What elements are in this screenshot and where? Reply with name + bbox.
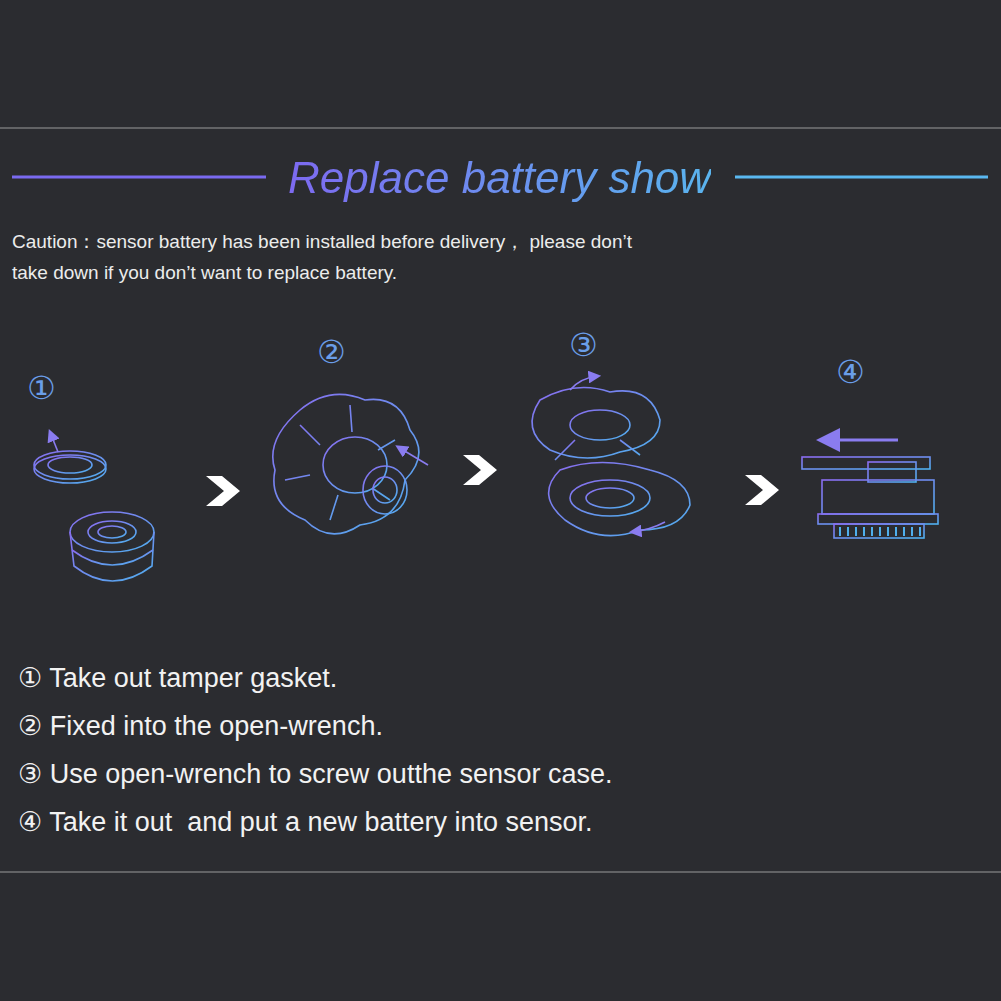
- rule-line: [0, 128, 1001, 129]
- battery-fin: [863, 527, 865, 536]
- callout-number: ①: [27, 372, 56, 404]
- battery-fin: [879, 527, 881, 536]
- battery-fin: [871, 527, 873, 536]
- step-text: ① Take out tamper gasket.: [18, 662, 337, 694]
- step-text: ③ Use open-wrench to screw outthe sensor…: [18, 758, 613, 790]
- battery-sensor: [800, 440, 938, 538]
- sensor-gasket: [34, 432, 154, 581]
- battery-fin: [855, 527, 857, 536]
- callout-number: ②: [317, 336, 346, 368]
- sensor-case: [532, 376, 690, 536]
- title-line: [735, 176, 988, 179]
- title-line: [12, 176, 266, 179]
- battery-fin: [903, 527, 905, 536]
- battery-fin: [887, 527, 889, 536]
- diagram-title: Replace battery show: [288, 154, 711, 202]
- battery-fin: [911, 527, 913, 536]
- step-text: ② Fixed into the open-wrench.: [18, 710, 383, 742]
- battery-fin: [847, 527, 849, 536]
- battery-fin: [839, 527, 841, 536]
- battery-fin: [919, 527, 921, 536]
- callout-number: ③: [569, 329, 598, 361]
- battery-fin: [895, 527, 897, 536]
- caution-note: Caution：sensor battery has been installe…: [12, 226, 652, 288]
- step-chevron: [206, 455, 779, 506]
- callout-number: ④: [836, 356, 865, 388]
- open-wrench: [273, 394, 428, 534]
- step-text: ④ Take it out and put a new battery into…: [18, 806, 593, 838]
- rule-line: [0, 872, 1001, 873]
